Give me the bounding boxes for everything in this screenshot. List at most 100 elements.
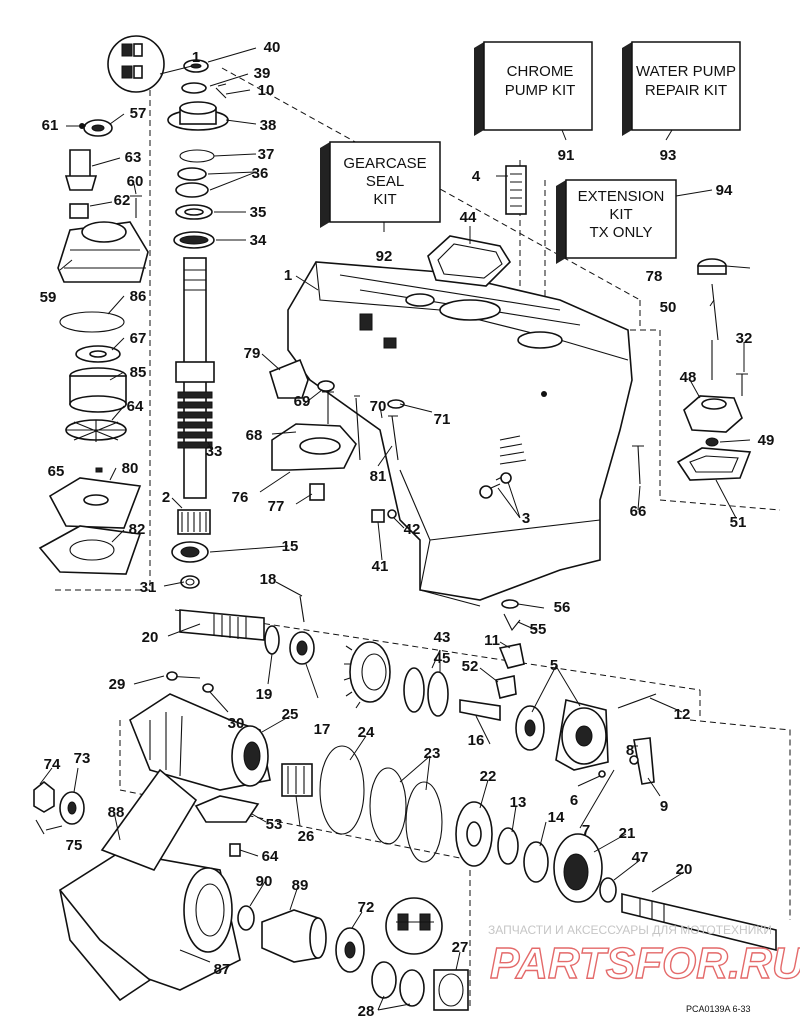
part-number: 4 [472,168,481,185]
kit-label: TX ONLY [589,224,652,241]
part-number: 10 [258,82,275,99]
kit-label: SEAL [366,173,404,190]
part-number: 38 [260,117,277,134]
part-number: 59 [40,289,57,306]
part-number: 21 [619,825,636,842]
part-number: 67 [130,330,147,347]
part-number: 39 [254,65,271,82]
part-number: 63 [125,149,142,166]
part-number: 11 [484,632,500,649]
part-number: 89 [292,877,309,894]
part-number: 64 [127,398,144,415]
part-number: 14 [548,809,565,826]
part-number: 7 [582,822,590,839]
kit-label: CHROME [507,63,574,80]
part-number: 2 [162,489,170,506]
part-number: 90 [256,873,273,890]
part-number: 73 [74,750,91,767]
dashed-frames [55,40,791,1010]
part-number: 70 [370,398,387,415]
part-number: 44 [460,209,477,226]
part-number: 80 [122,460,139,477]
part-number: 53 [266,816,283,833]
watermark-brand: PARTSFOR.RU [490,939,800,988]
footer-code: PCA0139A 6-33 [686,1004,751,1014]
housing-small-parts [269,165,644,632]
part-number: 41 [372,558,389,575]
part-number: 72 [358,899,375,916]
part-number: 26 [298,828,315,845]
part-number: 57 [130,105,147,122]
part-number: 16 [468,732,485,749]
part-number: 48 [680,369,697,386]
part-number: 82 [129,521,146,538]
gearcase-housing [287,261,633,607]
kit-chrome-pump: CHROME PUMP KIT [474,41,593,136]
part-number: 85 [130,364,147,381]
part-number: 75 [66,837,83,854]
part-number: 87 [214,961,231,978]
part-number: 81 [370,468,387,485]
watermark: ЗАПЧАСТИ И АКСЕССУАРЫ ДЛЯ МОТОТЕХНИКИ PA… [488,923,800,989]
part-number: 6 [570,792,578,809]
part-number: 40 [264,39,281,56]
part-number: 29 [109,676,126,693]
part-number: 31 [140,579,157,596]
kit-label: KIT [373,191,396,208]
part-number: 71 [434,411,451,428]
part-number: 35 [250,204,267,221]
kit-extension: EXTENSION KIT TX ONLY [556,179,677,264]
kit-label: EXTENSION [578,188,665,205]
part-number: 62 [114,192,131,209]
part-number: 8 [626,742,634,759]
part-number: 28 [358,1003,375,1018]
part-number: 64 [262,848,279,865]
part-number: 92 [376,248,393,265]
part-number: 9 [660,798,668,815]
part-number: 32 [736,330,753,347]
part-number: 52 [462,658,479,675]
part-number: 65 [48,463,65,480]
part-number: 25 [282,706,299,723]
part-number: 17 [314,721,331,738]
part-number: 50 [660,299,677,316]
driveshaft-assembly [107,35,229,589]
part-number: 18 [260,571,277,588]
part-number: 36 [252,165,269,182]
bearing-housing-and-prop [33,671,469,1011]
part-number: 68 [246,427,263,444]
part-number: 13 [510,794,527,811]
part-number: 1 [192,49,200,66]
part-number: 30 [228,715,245,732]
part-number: 77 [268,498,285,515]
part-number: 66 [630,503,647,520]
water-pump-parts [38,119,149,575]
part-number: 86 [130,288,147,305]
part-number: 34 [250,232,267,249]
part-number: 78 [646,268,663,285]
part-number: 22 [480,768,497,785]
kit-label: WATER PUMP [636,63,736,80]
part-number: 79 [244,345,261,362]
part-number: 1 [284,267,292,284]
part-number: 33 [206,443,223,460]
part-number: 3 [522,510,530,527]
part-number: 37 [258,146,275,163]
part-number: 15 [282,538,299,555]
kit-gearcase-seal: GEARCASE SEAL KIT [320,141,441,228]
part-number: 60 [127,173,144,190]
part-number: 55 [530,621,547,638]
part-number: 51 [730,514,747,531]
part-number: 19 [256,686,273,703]
part-number: 20 [142,629,159,646]
kit-label: KIT [609,206,632,223]
part-number: 12 [674,706,691,723]
part-number: 56 [554,599,571,616]
part-number: 88 [108,804,125,821]
part-number: 94 [716,182,733,199]
part-number: 47 [632,849,649,866]
part-number: 20 [676,861,693,878]
part-number: 43 [434,629,451,646]
leader-lines [39,47,751,1011]
